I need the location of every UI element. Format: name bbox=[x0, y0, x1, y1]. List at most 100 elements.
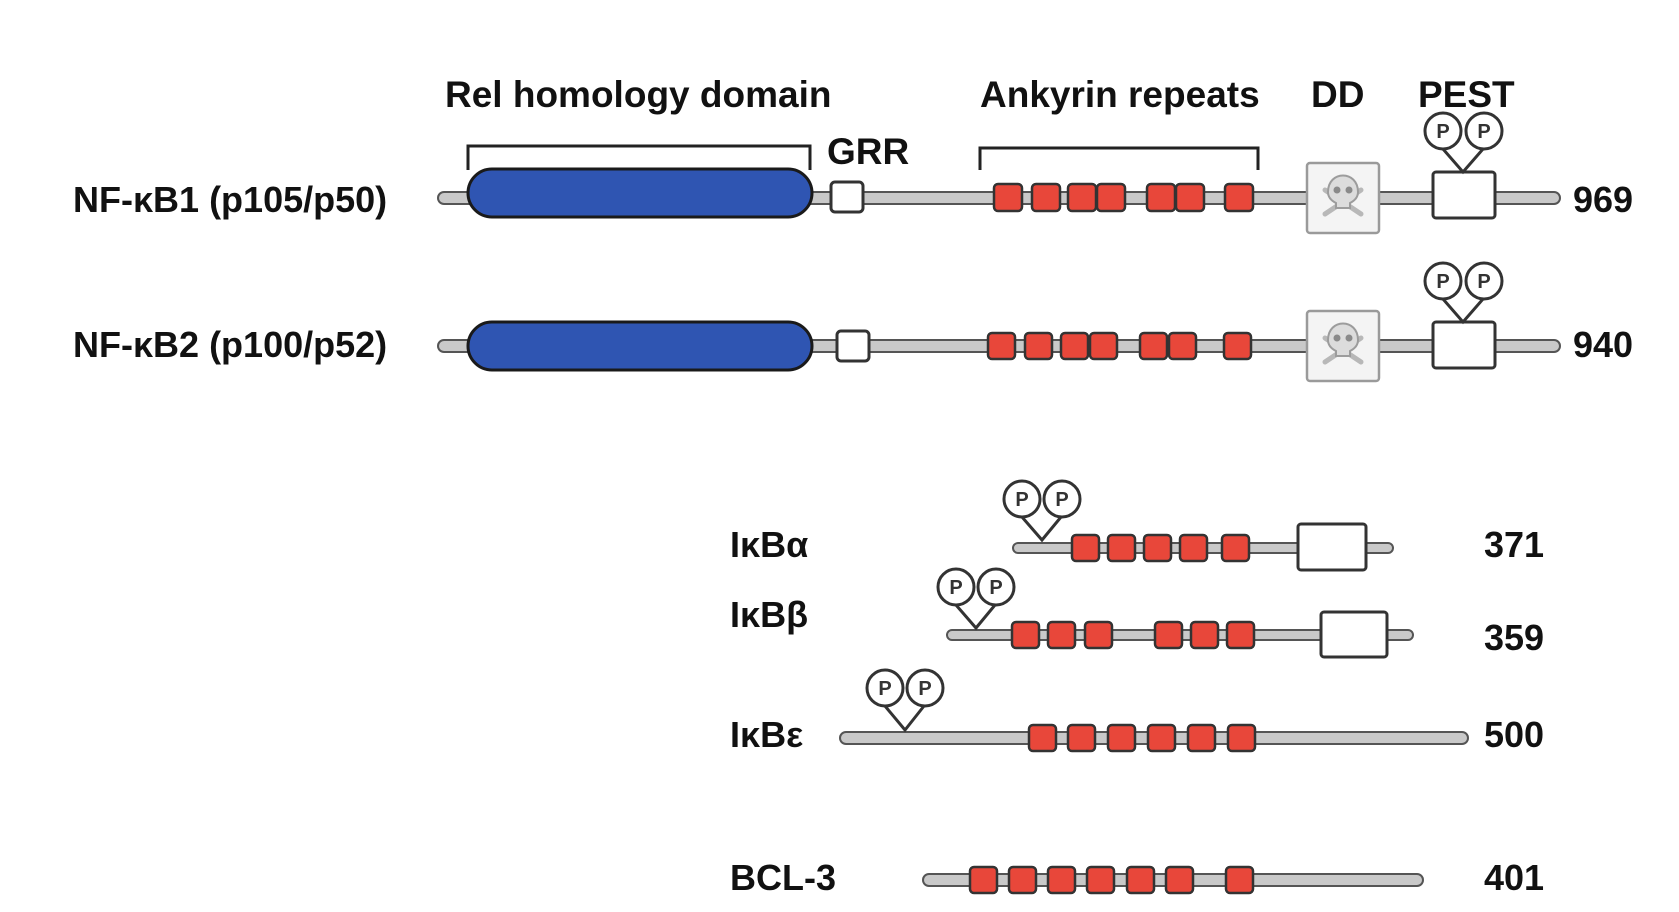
ankyrin-repeat bbox=[1085, 865, 1116, 895]
ankyrin-repeat bbox=[968, 865, 999, 895]
rel-homology-bracket bbox=[466, 144, 812, 170]
phosphorylation-sites: P P bbox=[1002, 479, 1082, 543]
ankyrin-repeat bbox=[1225, 620, 1256, 650]
ankyrin-repeats bbox=[1027, 723, 1257, 753]
phospho-label: P bbox=[949, 577, 962, 599]
dd-header: DD bbox=[1311, 74, 1364, 115]
ikbe-row: IκBε P P 500 bbox=[730, 668, 1544, 755]
protein-length: 359 bbox=[1484, 617, 1544, 658]
c-terminal-domain bbox=[1296, 522, 1368, 572]
pest-header: PEST bbox=[1418, 74, 1515, 115]
phospho-site-icon bbox=[1423, 261, 1463, 301]
ankyrin-repeats bbox=[1010, 620, 1256, 650]
ankyrin-repeat bbox=[1178, 533, 1209, 563]
ankyrin-repeat bbox=[1083, 620, 1114, 650]
phospho-label: P bbox=[918, 678, 931, 700]
phospho-label: P bbox=[1015, 489, 1028, 511]
protein-name: NF-κB1 (p105/p50) bbox=[73, 179, 387, 220]
ankyrin-repeat bbox=[1174, 182, 1206, 213]
ankyrin-repeat bbox=[1226, 723, 1257, 753]
grr-domain bbox=[829, 180, 865, 214]
phospho-label: P bbox=[1477, 271, 1490, 293]
ankyrin-repeat bbox=[992, 182, 1024, 213]
ankyrin-repeat bbox=[1142, 533, 1173, 563]
phospho-site-icon bbox=[905, 668, 945, 708]
phospho-label: P bbox=[1055, 489, 1068, 511]
phospho-label: P bbox=[1436, 121, 1449, 143]
rel-homology-domain bbox=[466, 320, 814, 372]
ikbb-row: IκBβ P P 359 bbox=[730, 567, 1544, 659]
ankyrin-repeat bbox=[1059, 331, 1090, 361]
ankyrin-repeat bbox=[1145, 182, 1177, 213]
phospho-stem bbox=[883, 705, 926, 733]
protein-name: IκBβ bbox=[730, 594, 808, 635]
ankyrin-repeat bbox=[1223, 182, 1255, 213]
ankyrin-repeat bbox=[1046, 865, 1077, 895]
ankyrin-repeat bbox=[1007, 865, 1038, 895]
phospho-stem bbox=[954, 604, 997, 631]
death-domain bbox=[1305, 161, 1381, 235]
ankyrin-repeat bbox=[1164, 865, 1195, 895]
ankyrin-repeat bbox=[1153, 620, 1184, 650]
ankyrin-repeat bbox=[1167, 331, 1198, 361]
ankyrin-repeats bbox=[968, 865, 1255, 895]
ankyrin-repeat bbox=[1106, 533, 1137, 563]
ankyrin-repeat bbox=[1146, 723, 1177, 753]
rel-homology-domain bbox=[466, 167, 814, 219]
protein-name: IκBε bbox=[730, 714, 803, 755]
nfkb1-row: NF-κB1 (p105/p50) P bbox=[73, 111, 1633, 235]
ankyrin-bracket bbox=[978, 146, 1260, 170]
protein-length: 500 bbox=[1484, 714, 1544, 755]
ankyrin-repeat bbox=[1030, 182, 1062, 213]
phospho-label: P bbox=[1436, 271, 1449, 293]
ankyrin-repeat bbox=[1106, 723, 1137, 753]
skull-crossbones-icon bbox=[1322, 322, 1364, 365]
ankyrin-repeat bbox=[1010, 620, 1041, 650]
phospho-site-icon bbox=[1464, 111, 1504, 151]
ankyrin-repeat bbox=[1186, 723, 1217, 753]
ankyrin-repeats bbox=[992, 182, 1255, 213]
death-domain bbox=[1305, 309, 1381, 383]
phospho-site-icon bbox=[976, 567, 1016, 607]
phospho-site-icon bbox=[1423, 111, 1463, 151]
protein-name: NF-κB2 (p100/p52) bbox=[73, 324, 387, 365]
protein-name: BCL-3 bbox=[730, 857, 836, 898]
ankyrin-repeat bbox=[1066, 182, 1098, 213]
c-terminal-domain bbox=[1319, 610, 1389, 659]
phospho-stem bbox=[1020, 516, 1063, 543]
ankyrin-repeats bbox=[986, 331, 1253, 361]
phosphorylation-sites: P P bbox=[936, 567, 1016, 631]
phospho-site-icon bbox=[1002, 479, 1042, 519]
ankyrin-repeat bbox=[1222, 331, 1253, 361]
grr-domain bbox=[835, 329, 871, 363]
ankyrin-repeat bbox=[1088, 331, 1119, 361]
pest-domain bbox=[1431, 170, 1497, 220]
ankyrin-repeats-header: Ankyrin repeats bbox=[980, 74, 1260, 115]
nfkb2-row: NF-κB2 (p100/p52) P bbox=[73, 261, 1633, 383]
phosphorylation-sites: P P bbox=[1423, 111, 1504, 175]
phospho-site-icon bbox=[936, 567, 976, 607]
phosphorylation-sites: P P bbox=[865, 668, 945, 733]
protein-length: 401 bbox=[1484, 857, 1544, 898]
ankyrin-repeat bbox=[1224, 865, 1255, 895]
rel-homology-domain-header: Rel homology domain bbox=[445, 74, 831, 115]
grr-header: GRR bbox=[827, 131, 909, 172]
phospho-label: P bbox=[989, 577, 1002, 599]
pest-domain bbox=[1431, 320, 1497, 370]
phospho-site-icon bbox=[1464, 261, 1504, 301]
phospho-stem bbox=[1441, 298, 1485, 325]
ankyrin-repeat bbox=[1220, 533, 1251, 563]
protein-name: IκBα bbox=[730, 524, 808, 565]
phospho-site-icon bbox=[1042, 479, 1082, 519]
phospho-label: P bbox=[878, 678, 891, 700]
protein-length: 940 bbox=[1573, 324, 1633, 365]
ankyrin-repeat bbox=[1027, 723, 1058, 753]
ankyrin-repeat bbox=[1138, 331, 1169, 361]
ikba-row: IκBα P P 371 bbox=[730, 479, 1544, 572]
phosphorylation-sites: P P bbox=[1423, 261, 1504, 325]
protein-length: 371 bbox=[1484, 524, 1544, 565]
phospho-site-icon bbox=[865, 668, 905, 708]
protein-length: 969 bbox=[1573, 179, 1633, 220]
ankyrin-repeat bbox=[986, 331, 1017, 361]
